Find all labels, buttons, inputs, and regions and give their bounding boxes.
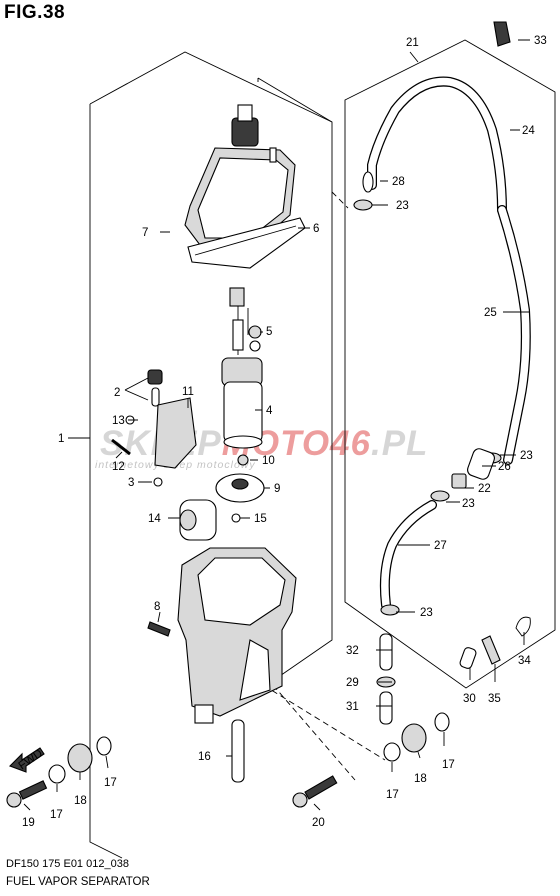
label-3: 3 xyxy=(128,477,134,489)
label-27: 27 xyxy=(434,540,447,552)
leader-lines xyxy=(23,39,530,811)
label-18b: 18 xyxy=(414,773,427,785)
label-8: 8 xyxy=(154,601,160,613)
label-17b: 17 xyxy=(104,777,117,789)
label-29: 29 xyxy=(346,677,359,689)
label-28: 28 xyxy=(392,176,405,188)
label-17a: 17 xyxy=(50,809,63,821)
part-8-screw xyxy=(147,621,171,637)
fuel-pump xyxy=(221,287,263,449)
label-26: 26 xyxy=(498,461,511,473)
figure-title: FIG.38 xyxy=(4,2,66,23)
label-4: 4 xyxy=(266,405,273,417)
right-mount-set xyxy=(292,712,450,808)
label-35: 35 xyxy=(488,693,501,705)
separator-body xyxy=(177,547,297,724)
part-9 xyxy=(215,473,265,503)
part-32 xyxy=(379,633,393,671)
hose-assembly-outline xyxy=(344,39,556,689)
label-23a: 23 xyxy=(396,200,409,212)
hose-27 xyxy=(379,500,437,610)
left-mount-set xyxy=(6,736,112,808)
label-17d: 17 xyxy=(442,759,455,771)
part-33-clip xyxy=(493,21,511,47)
part-2 xyxy=(147,369,163,407)
part-10 xyxy=(237,454,249,466)
label-17c: 17 xyxy=(386,789,399,801)
label-23b: 23 xyxy=(520,450,533,462)
part-35 xyxy=(481,635,501,665)
label-12: 12 xyxy=(112,461,125,473)
hose-24 xyxy=(367,76,507,215)
assembly-outline-top xyxy=(257,77,333,123)
part-15-screw xyxy=(231,513,241,523)
label-13: 13 xyxy=(112,415,125,427)
label-25: 25 xyxy=(484,307,497,319)
label-30: 30 xyxy=(463,693,476,705)
label-21: 21 xyxy=(406,37,419,49)
label-20: 20 xyxy=(312,817,325,829)
part-26-filter xyxy=(467,448,495,480)
label-1: 1 xyxy=(58,433,64,445)
label-23d: 23 xyxy=(420,607,433,619)
label-31: 31 xyxy=(346,701,359,713)
part-34 xyxy=(515,616,531,637)
label-33: 33 xyxy=(534,35,547,47)
part-30 xyxy=(459,647,477,669)
label-22: 22 xyxy=(478,483,491,495)
label-7: 7 xyxy=(142,227,148,239)
part-22-fitting xyxy=(451,473,467,489)
label-11: 11 xyxy=(182,386,194,398)
part-16-pin xyxy=(231,719,245,783)
label-23c: 23 xyxy=(462,498,475,510)
label-14: 14 xyxy=(148,513,161,525)
clamps-23 xyxy=(353,199,502,616)
label-2: 2 xyxy=(114,387,120,399)
label-32: 32 xyxy=(346,645,359,657)
label-9: 9 xyxy=(274,483,280,495)
figure-caption: FUEL VAPOR SEPARATOR xyxy=(6,876,150,888)
part-31 xyxy=(379,691,393,725)
part-28 xyxy=(362,171,374,193)
part-5 xyxy=(248,325,262,352)
label-16: 16 xyxy=(198,751,211,763)
part-12-pin xyxy=(111,438,131,456)
watermark-c: .PL xyxy=(370,424,429,463)
label-5: 5 xyxy=(266,326,272,338)
hose-25 xyxy=(497,205,531,465)
label-6: 6 xyxy=(313,223,319,235)
label-15: 15 xyxy=(254,513,267,525)
part-11-cover xyxy=(154,397,197,469)
label-18a: 18 xyxy=(74,795,87,807)
label-19: 19 xyxy=(22,817,35,829)
label-10: 10 xyxy=(262,455,275,467)
part-14-regulator xyxy=(179,499,217,541)
figure-code: DF150 175 E01 012_038 xyxy=(6,858,129,870)
part-3-screw xyxy=(153,477,163,487)
label-34: 34 xyxy=(518,655,531,667)
label-24: 24 xyxy=(522,125,535,137)
top-cover-assembly xyxy=(184,104,306,269)
fwd-arrow xyxy=(9,747,45,773)
